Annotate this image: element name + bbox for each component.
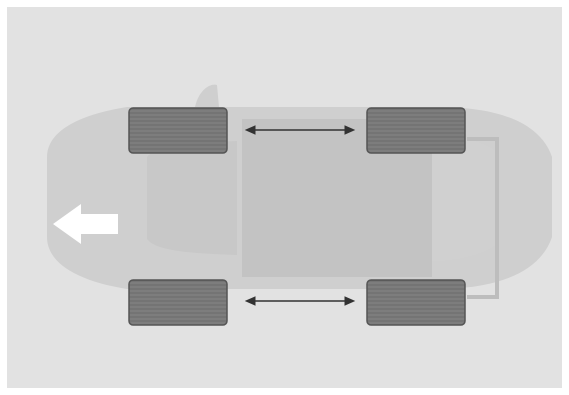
rear-window (432, 135, 497, 261)
car-top-view-diagram (47, 84, 552, 326)
front-windshield (147, 141, 237, 255)
rear-bumper (467, 137, 499, 299)
double-arrow-icon (244, 125, 356, 135)
mirror-top (195, 84, 219, 107)
tire-front-right (128, 279, 228, 326)
tire-front-left (128, 107, 228, 154)
tire-rear-left (366, 107, 466, 154)
tire-rear-right (366, 279, 466, 326)
diagram-canvas (7, 7, 562, 388)
arrow-left-icon (53, 204, 118, 244)
double-arrow-icon (244, 296, 356, 306)
